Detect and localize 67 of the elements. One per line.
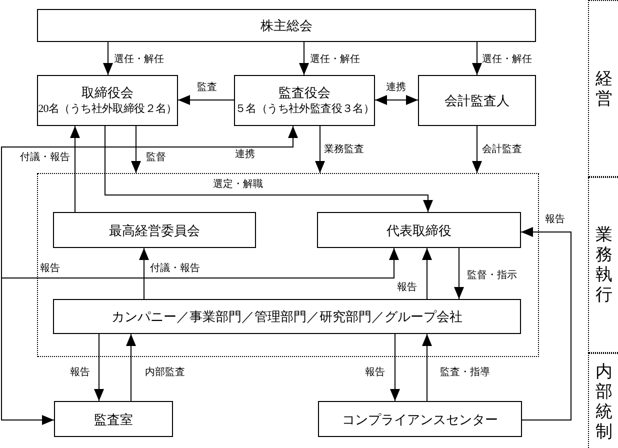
arrow (299, 42, 309, 76)
section-label: 内部統制 (595, 362, 613, 442)
arrow (139, 248, 149, 300)
org-box (234, 75, 375, 126)
box-title: 取締役会 (82, 84, 134, 100)
org-box (54, 401, 173, 437)
edge-label: 報告 (40, 263, 60, 275)
edge-label: 業務監査 (324, 144, 364, 156)
edge-label: 付議・報告 (150, 263, 200, 275)
arrow (1, 248, 399, 420)
section-band (588, 177, 618, 353)
arrow (131, 126, 141, 174)
dotted-frame (37, 173, 539, 357)
edge-label: 連携 (386, 82, 406, 94)
edge-label: 選任・解任 (114, 54, 164, 66)
arrow (103, 42, 113, 76)
edge-label: 監査・指導 (440, 367, 490, 379)
box-title: 会計監査人 (444, 92, 510, 109)
arrow (422, 334, 432, 402)
edge-label: 連携 (235, 149, 255, 161)
box-title: カンパニー／事業部門／管理部門／研究部門／グループ会社 (112, 308, 462, 325)
edge-label: 付議・報告 (20, 152, 70, 164)
edge-label: 監督 (146, 152, 166, 164)
section-label: 経営 (595, 68, 613, 108)
arrow (1, 126, 298, 425)
box-subtitle: 20名（うち社外取締役２名） (38, 102, 177, 116)
section-band (588, 353, 618, 448)
box-title: 監査室 (94, 410, 133, 428)
arrow (315, 126, 325, 174)
arrow (520, 227, 572, 420)
box-title: 代表取締役 (386, 222, 452, 238)
edge-label: 報告 (397, 282, 417, 294)
arrow (104, 126, 433, 212)
edge-label: 監査 (197, 82, 217, 94)
edge-label: 会計監査 (482, 144, 522, 156)
arrow (70, 126, 80, 212)
arrow (178, 95, 234, 105)
box-title: 株主総会 (260, 17, 312, 34)
arrow (374, 95, 418, 105)
edge-label: 選任・解任 (482, 54, 532, 66)
edge-label: 報告 (365, 367, 385, 379)
box-title: 最高経営委員会 (109, 222, 200, 238)
org-box (418, 75, 536, 126)
edge-label: 報告 (70, 367, 90, 379)
edge-label: 内部監査 (145, 367, 185, 379)
section-band (588, 0, 618, 177)
arrow (94, 334, 104, 402)
org-box (53, 299, 521, 334)
arrow (390, 334, 400, 402)
section-label: 業務執行 (595, 225, 613, 305)
arrow (422, 248, 432, 300)
edge-label: 選定・解職 (213, 179, 263, 191)
arrow (126, 334, 136, 402)
box-title: コンプライアンスセンター (342, 410, 498, 428)
org-box (37, 75, 178, 126)
edge-label: 監督・指示 (467, 270, 517, 282)
org-box (317, 212, 521, 248)
org-box (318, 401, 522, 437)
edge-label: 選任・解任 (310, 54, 360, 66)
arrow (472, 42, 482, 76)
box-title: 監査役会 (278, 84, 330, 100)
org-box (37, 9, 536, 42)
box-subtitle: ５名（うち社外監査役３名） (234, 102, 374, 116)
arrow (472, 126, 482, 174)
arrow (454, 248, 464, 300)
edge-label: 報告 (545, 214, 565, 226)
org-box (53, 212, 256, 248)
